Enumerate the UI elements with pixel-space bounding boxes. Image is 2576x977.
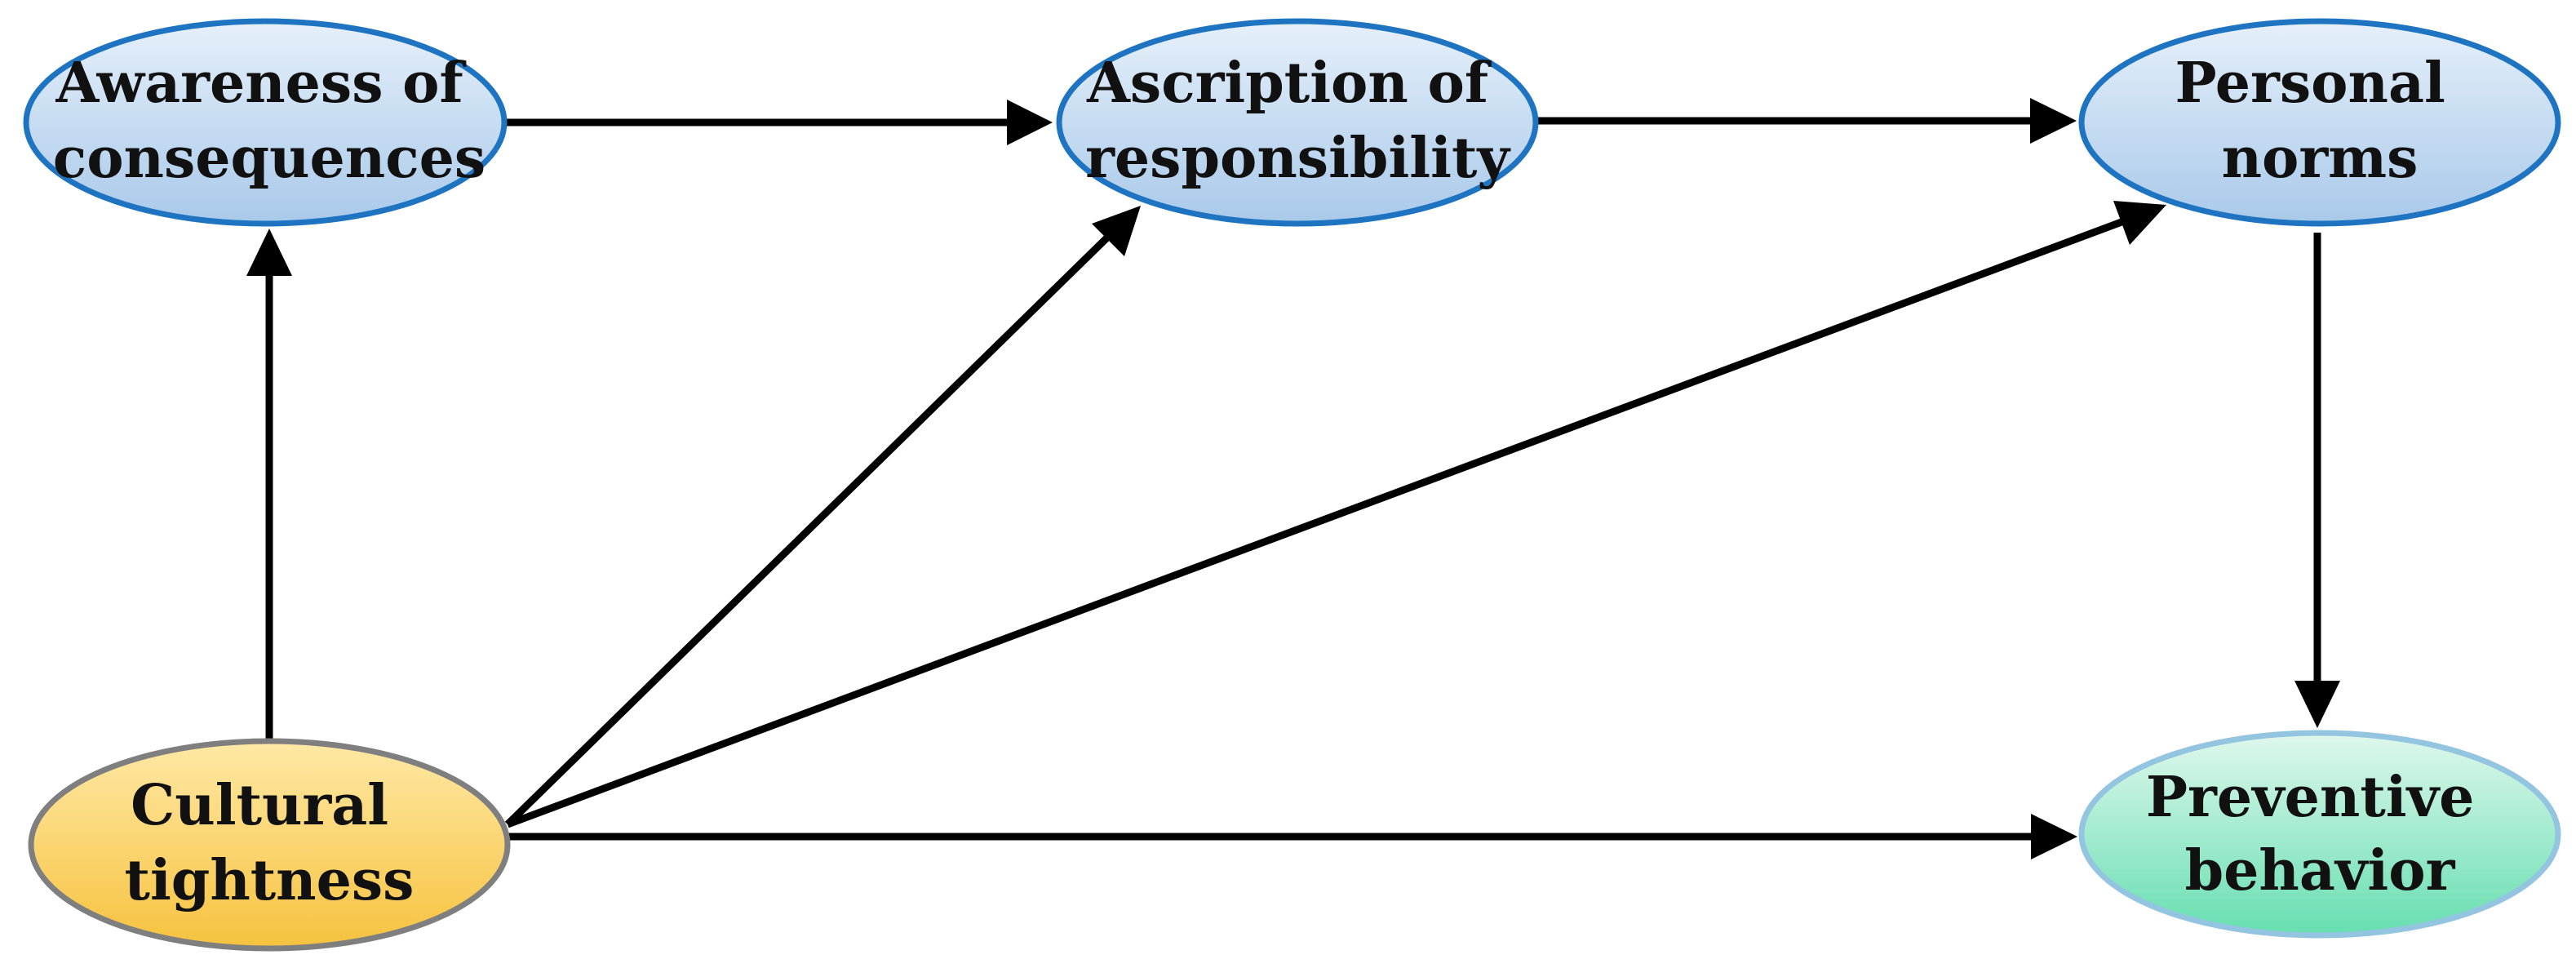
arrow-ascription-to-norms (1536, 98, 2077, 144)
node-label-line1: Awareness of (55, 51, 467, 116)
arrow-awareness-to-ascription (506, 100, 1053, 145)
node-label-line1: Ascription of (1086, 51, 1492, 116)
arrow-cultural-to-preventive (508, 814, 2077, 859)
arrow-cultural-to-awareness (246, 229, 292, 743)
node-label-line1: Cultural (131, 773, 388, 838)
arrow-cultural-to-norms (506, 201, 2166, 828)
node-label-line2: responsibility (1085, 126, 1511, 191)
node-cultural-tightness: Cultural tightness (28, 738, 511, 952)
node-label-line2: norms (2222, 126, 2419, 191)
svg-text:Ascription of responsibi: Ascription of responsibility (1085, 51, 1511, 191)
node-preventive-behavior: Preventive behavior (2078, 730, 2561, 939)
node-ellipse (1056, 18, 1539, 227)
node-ellipse (23, 18, 508, 227)
arrow-cultural-to-ascription (504, 206, 1141, 828)
node-ellipse (2078, 730, 2561, 939)
node-ellipse (2078, 18, 2561, 227)
arrow-norms-to-preventive (2294, 233, 2340, 728)
arrows (246, 98, 2340, 859)
svg-text:Awareness of consequence: Awareness of consequences (53, 51, 485, 191)
node-ellipse (28, 738, 511, 952)
node-label-line2: consequences (53, 126, 485, 191)
node-label-line2: tightness (125, 848, 415, 913)
node-personal-norms: Personal norms (2078, 18, 2561, 227)
svg-text:Personal norms: Personal norms (2175, 51, 2464, 191)
node-awareness-of-consequences: Awareness of consequences (23, 18, 508, 227)
svg-text:Cultural tightness: Cultural tightness (125, 773, 415, 913)
svg-text:Preventive behavior: Preventive behavior (2146, 765, 2494, 904)
node-ascription-of-responsibility: Ascription of responsibility (1056, 18, 1539, 227)
node-label-line2: behavior (2185, 838, 2456, 904)
node-label-line1: Preventive (2146, 765, 2474, 830)
node-label-line1: Personal (2175, 51, 2445, 116)
